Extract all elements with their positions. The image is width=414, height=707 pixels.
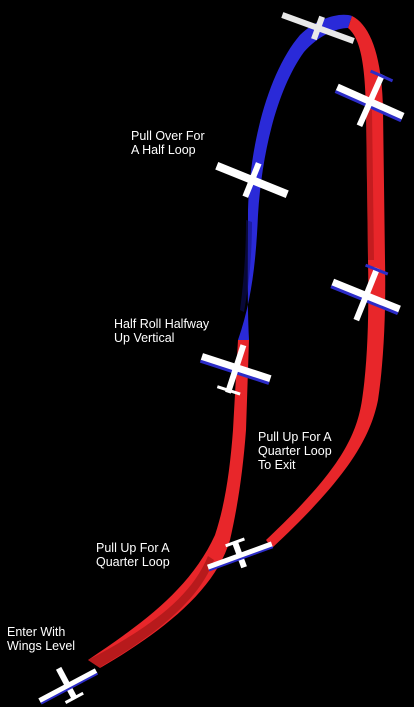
label-pull-up-quarter-loop: Pull Up For A Quarter Loop [96, 541, 170, 569]
aircraft-icon [330, 263, 401, 322]
label-half-roll-halfway: Half Roll Halfway Up Vertical [114, 317, 210, 345]
aircraft-icon [38, 666, 99, 705]
entry-ribbon-shade [88, 556, 214, 668]
aircraft-icon [334, 69, 405, 127]
descent-ribbon-shade [366, 110, 374, 260]
label-pull-over-half-loop: Pull Over For A Half Loop [131, 129, 205, 157]
aircraft-icon [215, 162, 289, 198]
aircraft-icon [207, 537, 274, 572]
half-loop-ribbon-shade [240, 220, 252, 312]
aircraft-icon [199, 344, 272, 396]
label-enter-wings-level: Enter With Wings Level [7, 625, 76, 653]
entry-ribbon-red [88, 340, 249, 668]
descent-ribbon-red [266, 16, 386, 548]
aircraft-icon [281, 12, 355, 44]
label-pull-up-quarter-loop-exit: Pull Up For A Quarter Loop To Exit [258, 430, 332, 472]
half-loop-ribbon-blue [238, 14, 352, 340]
